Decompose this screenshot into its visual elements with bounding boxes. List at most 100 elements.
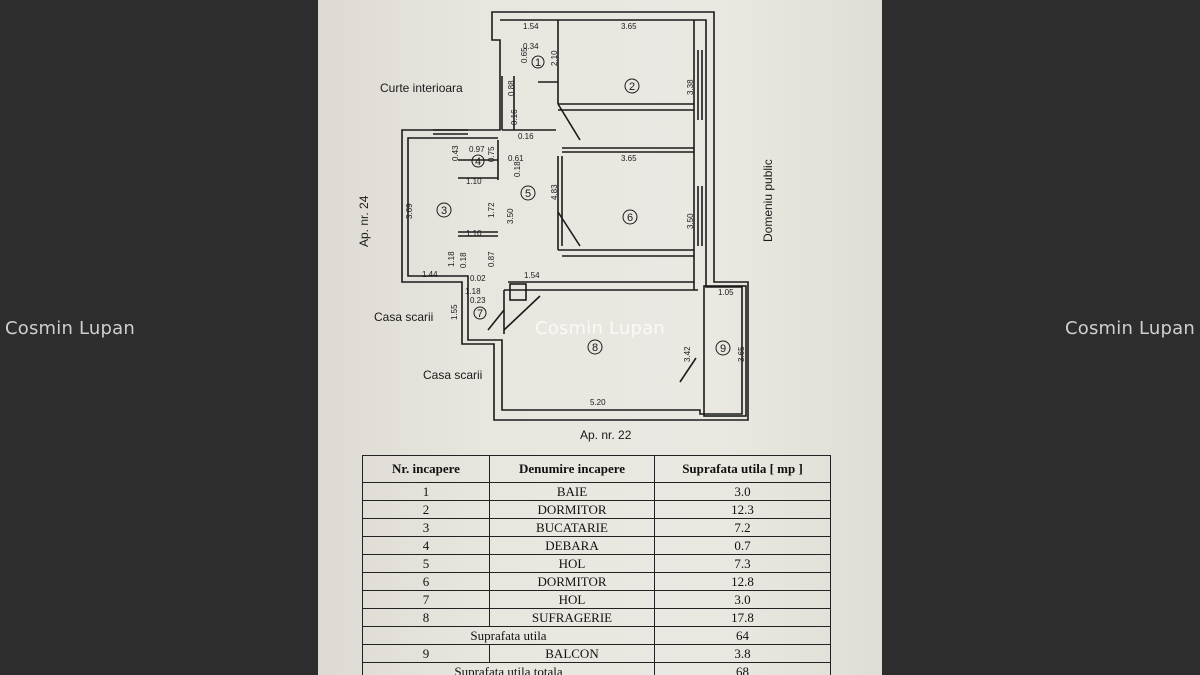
room-marker [520, 185, 536, 201]
watermark-center: Cosmin Lupan [535, 318, 666, 339]
room-number-9: 9 [720, 343, 726, 355]
table-row: 4 DEBARA 0.7 [362, 536, 831, 555]
header-room-name: Denumire incapere [489, 455, 655, 483]
total-label: Suprafata utila totala [362, 662, 655, 675]
cell-nr: 5 [362, 554, 490, 573]
door-swings [487, 81, 697, 383]
dimension-label: 0.18 [513, 161, 522, 177]
floor-plan-document: 1 2 3 4 5 6 7 8 9 Curte interioara Ap. n… [318, 0, 882, 675]
room-area-table: Nr. incapere Denumire incapere Suprafata… [362, 455, 831, 675]
label-courtyard: Curte interioara [380, 81, 463, 95]
balcony-row: 9 BALCON 3.8 [362, 644, 831, 663]
dimension-label: 0.88 [507, 80, 516, 96]
subtotal-row: Suprafata utila 64 [362, 626, 831, 645]
cell-nr: 2 [362, 500, 490, 519]
dimension-label: 2.10 [550, 50, 559, 66]
table-row: 6 DORMITOR 12.8 [362, 572, 831, 591]
balcony-outline [703, 285, 747, 417]
dimension-label: 0.75 [487, 146, 496, 162]
dimension-label: 1.72 [487, 202, 496, 218]
dimension-label: 4.83 [550, 184, 559, 200]
dimension-label: 0.16 [518, 132, 534, 141]
cell-name: DORMITOR [489, 572, 655, 591]
room-number-6: 6 [627, 212, 633, 224]
cell-area: 0.7 [654, 536, 831, 555]
room-marker [622, 209, 638, 225]
room-number-8: 8 [592, 342, 598, 354]
subtotal-value: 64 [654, 626, 831, 645]
table-row: 5 HOL 7.3 [362, 554, 831, 573]
cell-area: 7.3 [654, 554, 831, 573]
dimension-label: 3.65 [621, 22, 637, 31]
dimension-label: 1.54 [523, 22, 539, 31]
dimension-label: 5.20 [590, 398, 606, 407]
dimension-label: 0.16 [510, 109, 519, 125]
dimension-label: 0.87 [487, 251, 496, 267]
inner-wall-line [407, 19, 743, 415]
dimension-label: 3.50 [686, 213, 695, 229]
dimension-label: 1.10 [466, 177, 482, 186]
dimension-label: 1.18 [465, 287, 481, 296]
room-marker [715, 340, 731, 356]
cell-area: 17.8 [654, 608, 831, 627]
table-row: 7 HOL 3.0 [362, 590, 831, 609]
outer-wall [401, 11, 749, 421]
dimension-label: 0.02 [470, 274, 486, 283]
dimension-label: 0.97 [469, 145, 485, 154]
room-marker [436, 202, 452, 218]
dimension-label: 3.42 [683, 346, 692, 362]
room-number-4: 4 [475, 156, 481, 168]
floor-plan-drawing: 1 2 3 4 5 6 7 8 9 Curte interioara Ap. n… [357, 11, 775, 442]
partition-walls [557, 20, 694, 257]
cell-area: 3.0 [654, 482, 831, 501]
cell-nr: 6 [362, 572, 490, 591]
room-marker [624, 78, 640, 94]
cell-name: BAIE [489, 482, 655, 501]
watermark-left: Cosmin Lupan [5, 318, 136, 339]
room-marker [531, 55, 545, 69]
label-public-domain: Domeniu public [761, 159, 775, 242]
dimension-label: 0.23 [470, 296, 486, 305]
room-number-2: 2 [629, 81, 635, 93]
cell-nr: 7 [362, 590, 490, 609]
header-room-number: Nr. incapere [362, 455, 490, 483]
table-row: 8 SUFRAGERIE 17.8 [362, 608, 831, 627]
cell-nr: 8 [362, 608, 490, 627]
cell-nr: 4 [362, 536, 490, 555]
room-marker [471, 154, 485, 168]
dimension-label: 1.05 [718, 288, 734, 297]
room-number-3: 3 [441, 205, 447, 217]
label-stair-2: Casa scarii [423, 368, 482, 382]
cell-name: DORMITOR [489, 500, 655, 519]
watermark-right: Cosmin Lupan [1064, 318, 1195, 339]
room-marker [473, 306, 487, 320]
cell-name: BUCATARIE [489, 518, 655, 537]
windows [433, 50, 703, 246]
cell-name: SUFRAGERIE [489, 608, 655, 627]
dimension-label: 1.18 [447, 251, 456, 267]
dimension-label: 0.43 [451, 145, 460, 161]
cell-nr: 1 [362, 482, 490, 501]
cell-area: 3.8 [654, 644, 831, 663]
cell-nr: 9 [362, 644, 490, 663]
cell-name: HOL [489, 554, 655, 573]
label-neighbor-left: Ap. nr. 24 [357, 195, 371, 247]
cell-area: 12.8 [654, 572, 831, 591]
cell-name: DEBARA [489, 536, 655, 555]
dimension-label: 1.10 [466, 229, 482, 238]
room-number-5: 5 [525, 188, 531, 200]
cell-nr: 3 [362, 518, 490, 537]
cell-area: 3.0 [654, 590, 831, 609]
table-row: 1 BAIE 3.0 [362, 482, 831, 501]
header-room-area: Suprafata utila [ mp ] [654, 455, 831, 483]
cell-name: BALCON [489, 644, 655, 663]
partition-walls-lower [503, 20, 698, 334]
label-neighbor-bottom: Ap. nr. 22 [580, 428, 632, 442]
room-marker [587, 339, 603, 355]
cell-name: HOL [489, 590, 655, 609]
table-row: 2 DORMITOR 12.3 [362, 500, 831, 519]
subtotal-label: Suprafata utila [362, 626, 655, 645]
table-header-row: Nr. incapere Denumire incapere Suprafata… [362, 455, 831, 483]
table-row: 3 BUCATARIE 7.2 [362, 518, 831, 537]
partition-walls-left [458, 76, 556, 237]
